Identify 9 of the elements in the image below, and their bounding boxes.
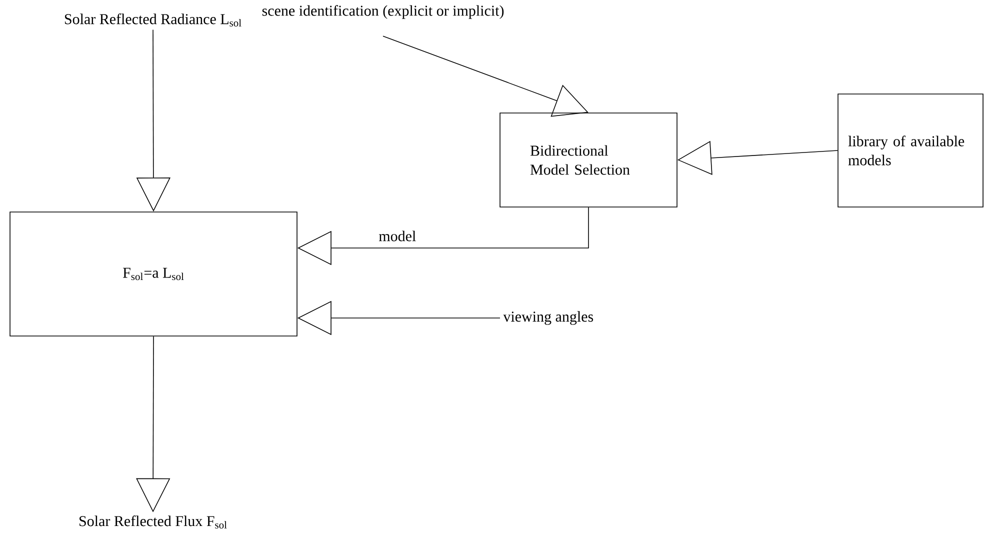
text-label: scene identification (explicit or implicit) — [262, 5, 504, 19]
process-box: Bidirectional Model Selection — [500, 112, 678, 208]
text-label: Solar Reflected Flux F$_{sol}$ — [80, 516, 227, 528]
process-box: library of available models — [838, 94, 984, 208]
arrow — [382, 36, 588, 117]
process-box: F$_{sol}$=a L$_{sol}$ — [10, 212, 298, 336]
text-label: viewing angles — [503, 311, 594, 325]
text-label: Solar Reflected Radiance L$_{sol}$ — [64, 14, 242, 26]
edge-label: model — [378, 230, 418, 242]
